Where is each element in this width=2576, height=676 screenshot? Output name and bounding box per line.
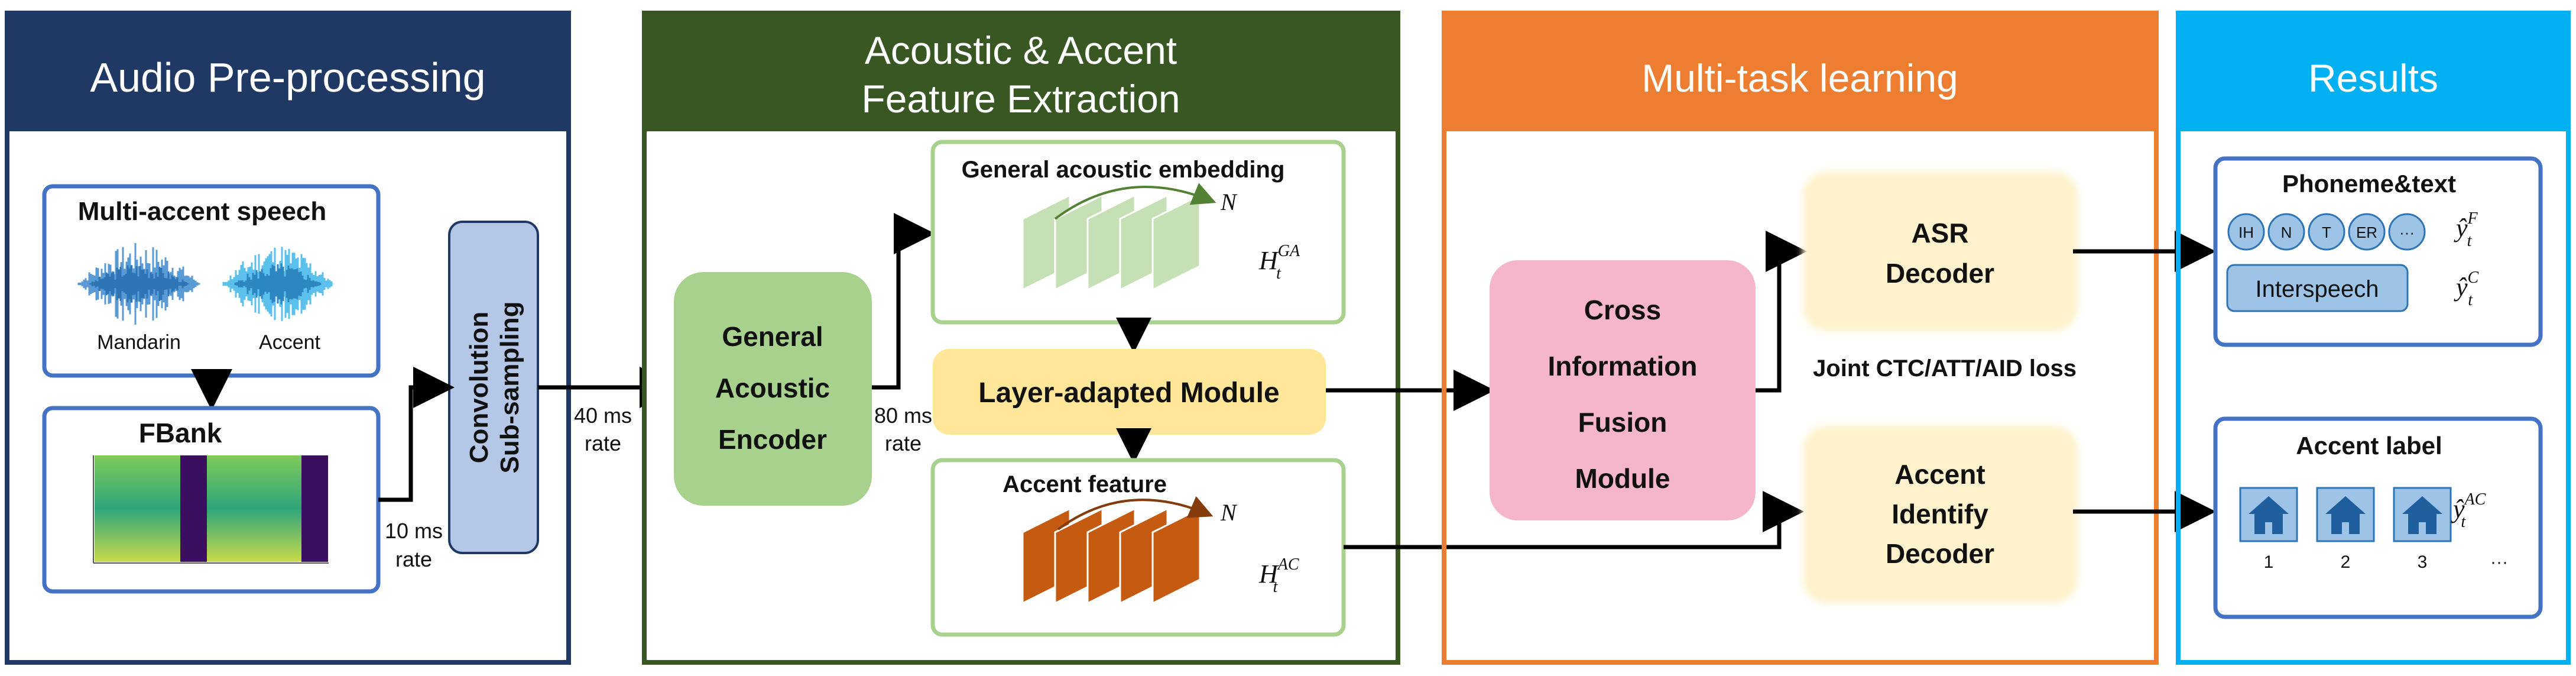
phoneme-token: [2388, 213, 2426, 251]
aid-decoder: [1808, 431, 2073, 599]
accent-class-index: ···: [2490, 552, 2508, 572]
layer-adapted-module: [933, 349, 1326, 435]
rate-80ms-line1: 80 ms: [874, 403, 932, 428]
accent-label-sequence: 1 2 3 ···: [2239, 487, 2508, 572]
spectrogram: [93, 455, 329, 564]
rate-40ms-line2: rate: [585, 431, 621, 455]
section-preprocessing: Audio Pre-processing Multi-accent speech…: [5, 11, 571, 665]
conv-subsampling-block: [448, 221, 539, 554]
accent-feature-n: N: [1220, 499, 1238, 526]
phoneme-token: [2267, 213, 2305, 251]
rate-40ms-line1: 40 ms: [574, 403, 632, 428]
arrow-fusion-to-asr: [1756, 231, 1807, 393]
text-pill: [2226, 264, 2409, 312]
speech-box-title: Multi-accent speech: [78, 197, 327, 226]
conv-label-line2: Sub-sampling: [495, 302, 524, 474]
section-multitask-header: [1444, 13, 2156, 131]
house-icon-door: [2265, 522, 2272, 534]
section-results: Results Phoneme&text IH N T ER ··· Interspee…: [2176, 11, 2571, 665]
aid-label-line2: Identify: [1892, 499, 1988, 529]
phoneme-text-title: Phoneme&text: [2282, 170, 2456, 198]
accent-feature-repeat-arc: [1057, 496, 1214, 531]
fusion-module: [1490, 260, 1756, 520]
general-embedding-layers: [1021, 193, 1201, 292]
section-extraction: Acoustic & Accent Feature Extraction Gen…: [642, 11, 1400, 665]
section-extraction-title-line2: Feature Extraction: [861, 77, 1180, 121]
accent-label-box: [2213, 416, 2543, 619]
phoneme-sequence: IH N T ER ···: [2227, 213, 2426, 251]
section-preprocessing-header: [7, 13, 569, 131]
rate-80ms-line2: rate: [885, 431, 922, 455]
phoneme-token-label: ···: [2399, 224, 2415, 241]
phoneme-token: [2348, 213, 2386, 251]
arrow-fbank-to-conv: [378, 367, 455, 502]
phoneme-token: [2308, 213, 2345, 251]
fusion-label-line2: Information: [1548, 351, 1698, 381]
encoder-label-line1: General: [722, 321, 823, 352]
aid-label-line1: Accent: [1894, 459, 1985, 490]
asr-label-line2: Decoder: [1886, 258, 1994, 289]
fusion-label-line1: Cross: [1584, 295, 1661, 325]
general-embedding-title: General acoustic embedding: [962, 157, 1285, 183]
accent-feature-layers: [1021, 507, 1201, 605]
layer-plate: [1151, 193, 1201, 292]
section-multitask: Multi-task learning Cross Information Fu…: [1442, 11, 2159, 665]
general-acoustic-encoder: [674, 272, 872, 506]
rate-10ms-line2: rate: [395, 547, 432, 571]
general-embedding-repeat-arc: [1054, 183, 1216, 220]
encoder-label-line2: Acoustic: [715, 373, 830, 403]
layer-adapted-label: Layer-adapted Module: [978, 377, 1279, 409]
section-multitask-title: Multi-task learning: [1641, 56, 1958, 100]
encoder-label-line3: Encoder: [718, 424, 827, 455]
fusion-label-line3: Fusion: [1578, 407, 1667, 438]
section-extraction-title-line1: Acoustic & Accent: [865, 28, 1177, 72]
asr-decoder: [1808, 176, 2073, 326]
section-results-header: [2178, 13, 2568, 131]
conv-label-line1: Convolution: [465, 312, 494, 464]
accent-class-index: 1: [2264, 552, 2274, 572]
arrow-encoder-to-embedding: [872, 213, 935, 390]
section-extraction-header: [644, 13, 1398, 131]
house-icon: [2325, 496, 2366, 514]
phoneme-token-label: IH: [2238, 224, 2254, 241]
accent-feature-title: Accent feature: [1003, 471, 1167, 497]
layer-plate: [1151, 507, 1201, 605]
fbank-title: FBank: [139, 418, 222, 448]
house-icon-door: [2342, 522, 2349, 534]
house-icon: [2402, 496, 2442, 514]
aid-label-line3: Decoder: [1886, 538, 1994, 569]
house-icon: [2249, 496, 2289, 514]
wave-label-mandarin: Mandarin: [97, 331, 181, 354]
phoneme-token-label: ER: [2356, 224, 2377, 241]
accent-class-index: 2: [2341, 552, 2351, 572]
rate-10ms-line1: 10 ms: [385, 519, 443, 543]
accent-class-index: 3: [2418, 552, 2428, 572]
general-embedding-n: N: [1220, 189, 1238, 215]
wave-label-accent: Accent: [259, 331, 320, 354]
accent-label-title: Accent label: [2296, 432, 2442, 460]
section-results-title: Results: [2308, 56, 2438, 100]
phoneme-token-label: T: [2322, 224, 2331, 241]
text-pill-label: Interspeech: [2255, 276, 2379, 302]
phoneme-token-label: N: [2281, 224, 2292, 241]
fusion-label-line4: Module: [1575, 463, 1670, 494]
phoneme-token: [2227, 213, 2265, 251]
house-icon-door: [2419, 522, 2426, 534]
arrow-accent-to-aid: [1344, 491, 1804, 549]
asr-label-line1: ASR: [1911, 218, 1968, 248]
joint-loss-label: Joint CTC/ATT/AID loss: [1813, 355, 2077, 381]
waveforms: [77, 243, 335, 325]
section-preprocessing-title: Audio Pre-processing: [90, 54, 485, 101]
